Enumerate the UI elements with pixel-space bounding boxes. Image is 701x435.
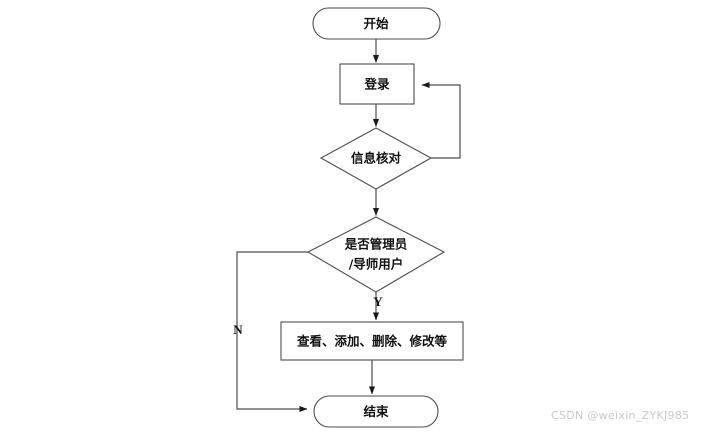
end-label: 结束	[363, 404, 389, 419]
start-shape	[312, 7, 441, 40]
node-start[interactable]: 开始	[312, 7, 441, 40]
branch-label-no: N	[233, 322, 243, 337]
operations-shape	[280, 321, 464, 361]
node-role-check[interactable]: 是否管理员 /导师用户	[306, 216, 446, 293]
node-end[interactable]: 结束	[313, 395, 439, 428]
verify-label: 信息核对	[351, 151, 402, 166]
node-login[interactable]: 登录	[339, 63, 415, 105]
branch-label-yes: Y	[373, 294, 383, 309]
edge-role-check-no-to-end	[236, 251, 308, 413]
branch-labels-layer: Y N	[233, 294, 383, 337]
watermark-text: CSDN @weixin_ZYKJ985	[551, 409, 690, 422]
role-check-shape	[306, 216, 446, 293]
verify-shape	[319, 127, 433, 190]
edge-verify-retry-to-login	[421, 81, 461, 159]
operations-label: 查看、添加、删除、修改等	[296, 334, 448, 349]
login-shape	[339, 63, 415, 105]
start-label: 开始	[363, 16, 389, 31]
node-verify[interactable]: 信息核对	[319, 127, 433, 190]
end-shape	[313, 395, 439, 428]
login-label: 登录	[363, 77, 390, 92]
role-check-label-line2: /导师用户	[349, 257, 404, 272]
node-operations[interactable]: 查看、添加、删除、修改等	[280, 321, 464, 361]
nodes-layer: 开始 登录 信息核对 是否管理员 /导师用户 查看、添加、删除、修改等	[280, 7, 464, 428]
connectors-layer	[236, 38, 461, 413]
role-check-label-line1: 是否管理员	[344, 237, 408, 252]
